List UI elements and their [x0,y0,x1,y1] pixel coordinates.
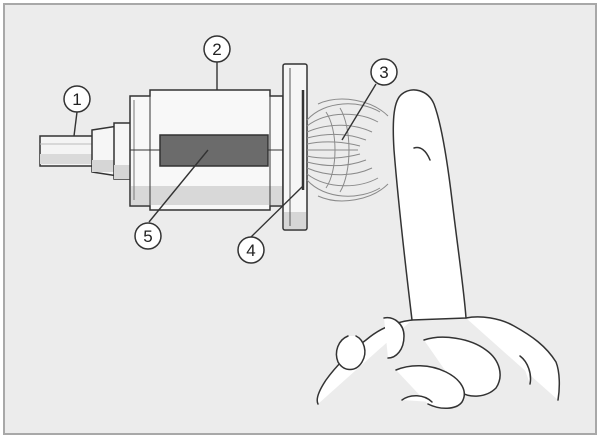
field-lines [306,98,389,202]
callout-4: 4 [237,236,265,264]
callout-3: 3 [370,58,398,86]
callout-1: 1 [63,85,91,113]
callout-5: 5 [134,222,162,250]
hand-illustration [316,89,561,409]
svg-text:5: 5 [143,227,152,246]
svg-text:4: 4 [246,241,255,260]
leader-lines [73,62,377,238]
sensor-element [159,134,269,167]
callout-2: 2 [203,35,231,63]
svg-text:3: 3 [379,63,388,82]
svg-text:2: 2 [212,40,221,59]
cable [39,135,101,167]
svg-text:1: 1 [72,90,81,109]
cable-gland [91,122,135,180]
